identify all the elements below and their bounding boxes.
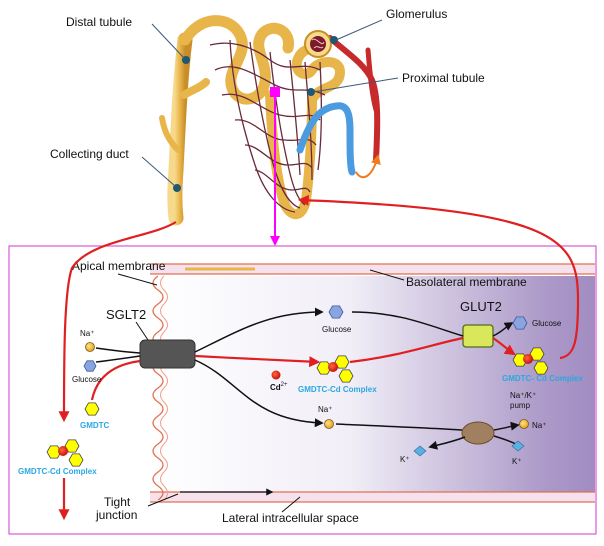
glomerulus-leader — [335, 19, 383, 41]
glucose-entry-arrow — [95, 355, 141, 363]
distal-tubule-leader — [151, 23, 185, 59]
top-cell-membrane — [150, 263, 595, 275]
proximal-tubule-label: Proximal tubule — [402, 71, 485, 85]
lateral-space-label: Lateral intracellular space — [222, 511, 359, 525]
sodium-ion-intracell — [324, 419, 334, 429]
cadmium-ion — [271, 370, 281, 380]
gmdtc-cd-complex-basolateral — [512, 347, 549, 375]
basolateral-membrane-leader — [369, 269, 405, 281]
na-entry-arrow — [95, 347, 141, 354]
proximal-tubule-leader — [312, 77, 399, 93]
glucose-to-glut2-arrow — [351, 311, 464, 337]
glut2-label: GLUT2 — [460, 299, 502, 314]
basolateral-membrane-label: Basolateral membrane — [406, 275, 527, 289]
complex-to-vessel-arrow — [297, 194, 580, 360]
pump-label-1: Na⁺/K⁺ — [510, 391, 536, 400]
glomerulus-marker — [330, 36, 338, 44]
lateral-space-leader — [281, 496, 301, 513]
distal-tubule-label: Distal tubule — [66, 15, 132, 29]
tight-junction-label-1: Tight — [104, 495, 131, 509]
nephron-illustration — [141, 15, 399, 226]
glucose-label-basolateral: Glucose — [532, 319, 562, 328]
complex-label-basolateral: GMDTC- Cd Complex — [502, 374, 583, 383]
complex-label-lumen: GMDTC-Cd Complex — [18, 467, 97, 476]
epithelial-cell — [150, 276, 595, 492]
glucose-label-apical: Glucose — [72, 375, 102, 384]
sglt2-transporter — [139, 339, 196, 369]
sglt2-label: SGLT2 — [106, 307, 146, 322]
cadmium-label: Cd2+ — [270, 382, 288, 392]
glomerulus-body — [304, 30, 332, 58]
sodium-label-basolateral: Na⁺ — [532, 421, 546, 430]
pump-label-2: pump — [510, 401, 531, 410]
collecting-duct-drain-arrow — [58, 221, 177, 423]
potassium-label-basolateral: K⁺ — [512, 457, 522, 466]
renal-artery-branch — [365, 47, 379, 113]
bottom-cell-membrane — [150, 491, 595, 503]
loop-of-henle — [265, 90, 317, 220]
gmdtc-cd-complex-intracell — [316, 355, 354, 383]
na-to-pump-arrow — [335, 423, 463, 431]
potassium-ion-intracell — [413, 445, 427, 457]
k-entry-arrow — [428, 436, 466, 450]
na-intracell-arrow — [194, 359, 324, 428]
cell-panel-frame — [8, 245, 597, 535]
glucose-label-intracell: Glucose — [322, 325, 352, 334]
sodium-ion-basolateral — [519, 419, 529, 429]
complex-label-intracell: GMDTC-Cd Complex — [298, 385, 377, 394]
potassium-label-intracell: K⁺ — [400, 455, 410, 464]
apical-membrane-leader — [117, 273, 158, 286]
potassium-ion-basolateral — [511, 440, 525, 452]
sglt2-leader — [135, 321, 149, 341]
gmdtc-complex-exit-arrow — [492, 337, 516, 356]
glucose-exit-arrow — [492, 322, 514, 337]
collecting-duct — [167, 32, 193, 226]
sodium-label-apical: Na⁺ — [80, 329, 94, 338]
basolateral-edge — [540, 276, 595, 492]
apical-membrane-inner — [160, 275, 168, 501]
glucose-intracell-arrow — [194, 307, 324, 353]
zoom-source-marker — [270, 87, 280, 97]
renal-vein — [296, 102, 356, 176]
na-k-pump — [461, 421, 495, 445]
gmdtc-complex-to-glut2-arrow — [349, 336, 464, 364]
gmdtc-cd-complex-lumen — [46, 439, 84, 467]
collecting-duct-branch-2 — [159, 115, 181, 153]
apical-membrane — [152, 275, 164, 501]
glut2-transporter — [462, 324, 494, 348]
proximal-tubule-marker — [307, 88, 315, 96]
glucose-basolateral — [512, 316, 528, 330]
gmdtc-to-sglt2-arrow — [90, 359, 141, 401]
apical-membrane-label: Apical membrane — [72, 259, 166, 273]
glucose-apical — [83, 360, 97, 372]
glomerulus-label: Glomerulus — [386, 7, 447, 21]
na-exit-arrow — [493, 421, 520, 431]
sodium-label-intracell: Na⁺ — [318, 405, 332, 414]
orange-return-arrow — [355, 154, 381, 179]
distal-tubule — [179, 15, 294, 105]
collecting-duct-branch — [180, 78, 210, 99]
gmdtc-label-apical: GMDTC — [80, 421, 110, 430]
sodium-ion-apical — [85, 342, 95, 352]
tight-junction-label-2: junction — [95, 508, 137, 522]
glucose-intracell — [328, 305, 344, 319]
collecting-duct-leader — [141, 156, 176, 187]
collecting-duct-label: Collecting duct — [50, 147, 129, 161]
tight-junction-leader — [147, 493, 179, 507]
gmdtc-apical — [84, 402, 100, 416]
gmdtc-complex-intracell-arrow — [194, 354, 321, 368]
